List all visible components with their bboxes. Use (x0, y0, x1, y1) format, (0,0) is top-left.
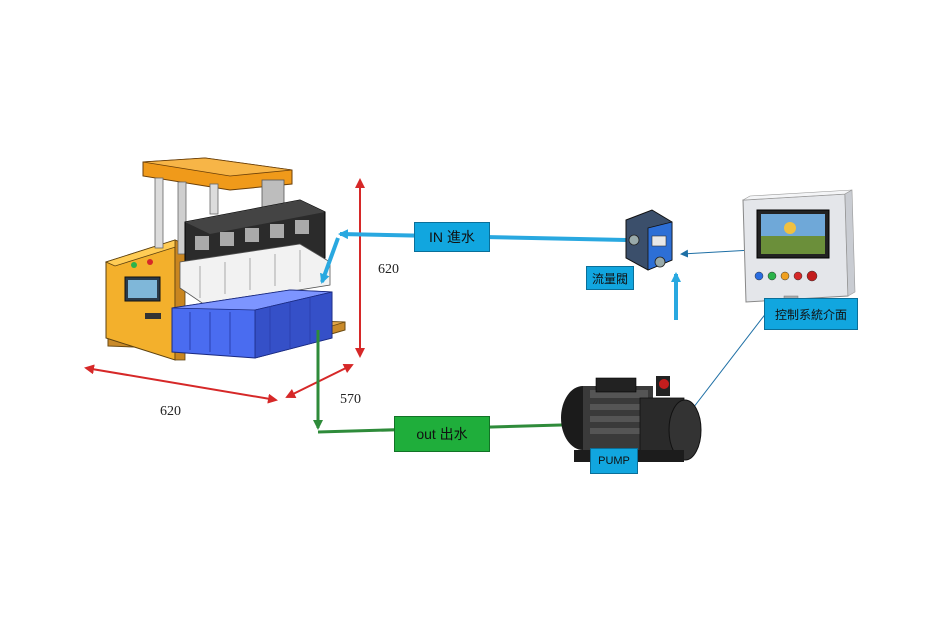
flow-valve-label: 流量閥 (586, 266, 634, 290)
pump-label-text: PUMP (598, 455, 630, 467)
flow-valve-label-text: 流量閥 (591, 271, 628, 286)
machine-stop-button (147, 259, 153, 265)
control-to-valve-line (680, 249, 753, 258)
dimension-height-label: 620 (378, 262, 399, 277)
control-interface-label-text: 控制系統介面 (774, 307, 847, 322)
machine-start-button (131, 262, 137, 268)
control-interface-label: 控制系統介面 (764, 298, 858, 330)
in-flow-label: IN 進水 (414, 222, 490, 252)
cleaning-machine (104, 157, 346, 361)
control-panel (742, 189, 856, 307)
in-flow-drop-line (320, 237, 340, 284)
dimension-width-label: 620 (160, 404, 181, 419)
out-flow-label: out 出水 (394, 416, 490, 452)
in-flow-label-text: IN 進水 (429, 229, 475, 245)
water-tank (171, 289, 333, 359)
flow-valve (625, 209, 673, 271)
control-to-pump-line (688, 307, 771, 414)
out-flow-label-text: out 出水 (416, 426, 468, 442)
pump (561, 376, 702, 462)
pump-label: PUMP (590, 448, 638, 474)
dimension-depth-label: 570 (340, 392, 361, 407)
dimension-width-arrow (84, 364, 278, 404)
